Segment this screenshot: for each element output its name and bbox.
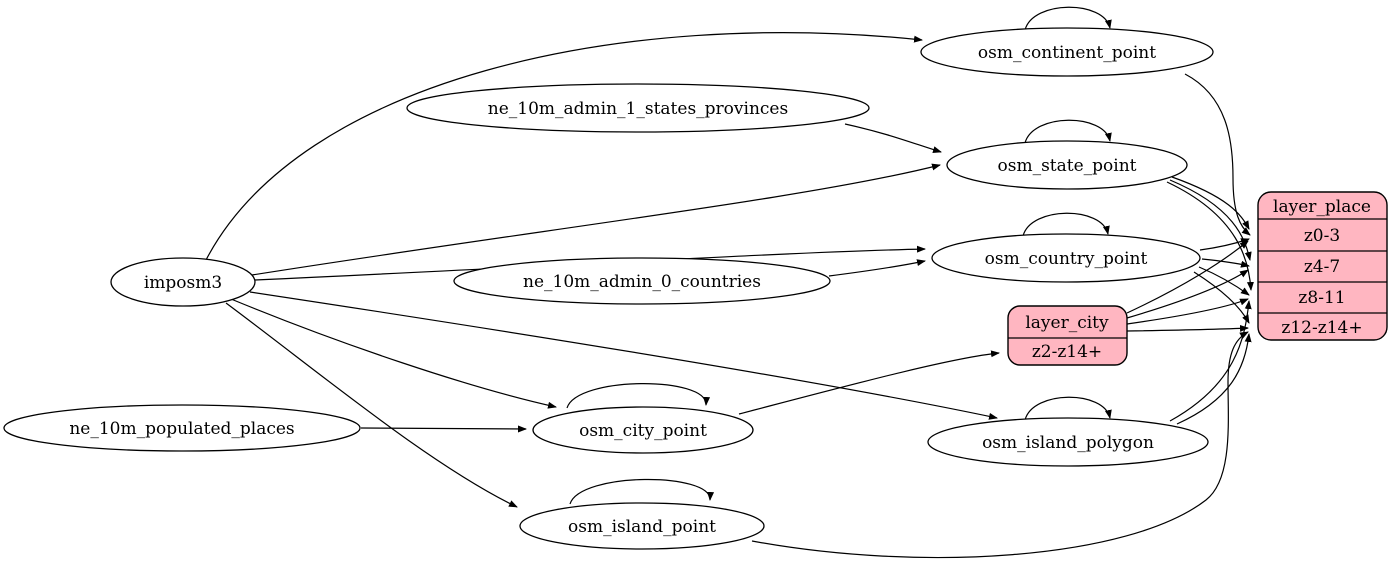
- node-label-ne-10m-populated-places: ne_10m_populated_places: [69, 419, 294, 439]
- node-shape-imposm3: [110, 257, 256, 307]
- edge-ne_10m_admin_1_states_provinces-osm_state_point: [844, 123, 942, 153]
- edge-layer_city-layer_place-z4-7: [1126, 269, 1249, 319]
- node-label-ne-10m-admin-0-countries: ne_10m_admin_0_countries: [523, 272, 761, 292]
- record-shape-layer-place: [1257, 191, 1388, 341]
- edge-osm_country_point-layer_place-z4-7: [1201, 258, 1250, 268]
- edge-osm_island_polygon-layer_place-z8-11: [1169, 300, 1252, 422]
- node-osm-continent-point: osm_continent_point: [920, 27, 1214, 77]
- record-header-layer-city: layer_city: [1025, 313, 1109, 333]
- edge-layer_city-layer_place-z0-3: [1126, 240, 1249, 314]
- node-label-osm-island-point: osm_island_point: [568, 517, 716, 537]
- node-imposm3: imposm3: [110, 257, 256, 307]
- node-osm-island-polygon: osm_island_polygon: [927, 417, 1209, 467]
- edge-imposm3-osm_state_point: [251, 163, 941, 276]
- record-header-layer-place: layer_place: [1273, 197, 1371, 217]
- edge-imposm3-osm_city_point: [230, 298, 557, 409]
- node-ne-10m-populated-places: ne_10m_populated_places: [3, 404, 361, 452]
- edge-osm_city_point-layer_city-z2-z14: [738, 350, 1000, 415]
- edge-layer_city-layer_place-z12-z14: [1126, 324, 1249, 332]
- record-layer-place: layer_place z0-3 z4-7 z8-11 z12-z14+: [1257, 191, 1388, 341]
- edge-osm_continent_point-layer_place-z0-3: [1184, 73, 1251, 236]
- node-osm-city-point: osm_city_point: [532, 406, 754, 454]
- edge-osm_island_polygon-layer_place-z12-z14: [1176, 333, 1252, 425]
- node-shape-osm-country-point: [931, 233, 1201, 283]
- record-row-layer-place-z12-z14: z12-z14+: [1281, 318, 1362, 338]
- record-shape-layer-city: [1007, 305, 1128, 366]
- node-label-osm-continent-point: osm_continent_point: [978, 43, 1156, 63]
- edge-osm_state_point-layer_place-z8-11: [1166, 181, 1254, 291]
- node-shape-ne-10m-admin-0-countries: [453, 257, 831, 305]
- node-osm-island-point: osm_island_point: [519, 502, 765, 550]
- edge-ne_10m_admin_0_countries-osm_country_point: [828, 259, 926, 277]
- node-osm-country-point: osm_country_point: [931, 233, 1201, 283]
- node-label-osm-island-polygon: osm_island_polygon: [982, 433, 1154, 453]
- record-row-layer-city-z2-z14: z2-z14+: [1032, 342, 1102, 362]
- record-row-layer-place-z0-3: z0-3: [1304, 226, 1340, 246]
- self-loop-osm_country_point: [1022, 212, 1110, 237]
- edge-osm_state_point-layer_place-z0-3: [1171, 176, 1250, 230]
- node-osm-state-point: osm_state_point: [946, 140, 1188, 190]
- node-shape-osm-island-polygon: [927, 417, 1209, 467]
- node-label-osm-state-point: osm_state_point: [998, 156, 1137, 176]
- record-layer-city: layer_city z2-z14+: [1007, 305, 1128, 366]
- edge-osm_island_point-layer_place-z12-z14: [751, 331, 1249, 559]
- self-loop-osm_state_point: [1024, 119, 1112, 144]
- node-label-imposm3: imposm3: [144, 273, 222, 293]
- node-ne-10m-admin-0-countries: ne_10m_admin_0_countries: [453, 257, 831, 305]
- node-shape-ne-10m-populated-places: [3, 404, 361, 452]
- node-ne-10m-admin-1-states-provinces: ne_10m_admin_1_states_provinces: [406, 83, 870, 133]
- self-loop-osm_continent_point: [1024, 6, 1112, 31]
- self-loop-osm_island_polygon: [1024, 396, 1112, 421]
- edge-imposm3-osm_continent_point: [205, 32, 923, 261]
- edge-osm_country_point-layer_place-z8-11: [1198, 266, 1250, 296]
- node-label-osm-country-point: osm_country_point: [985, 249, 1148, 269]
- record-row-layer-place-z4-7: z4-7: [1304, 257, 1340, 277]
- record-row-layer-place-z8-11: z8-11: [1298, 288, 1345, 308]
- node-shape-osm-city-point: [532, 406, 754, 454]
- edge-osm_country_point-layer_place-z12-z14: [1193, 271, 1250, 324]
- node-shape-osm-state-point: [946, 140, 1188, 190]
- edge-osm_state_point-layer_place-z4-7: [1169, 179, 1252, 261]
- node-label-ne-10m-admin-1-states-provinces: ne_10m_admin_1_states_provinces: [488, 99, 788, 119]
- edge-imposm3-osm_island_polygon: [249, 291, 998, 420]
- self-loop-osm_city_point: [566, 383, 711, 409]
- edge-layer: [205, 6, 1254, 559]
- edge-ne_10m_populated_places-osm_city_point: [360, 425, 527, 433]
- edge-imposm3-osm_island_point: [225, 302, 518, 508]
- node-shape-ne-10m-admin-1-states-provinces: [406, 83, 870, 133]
- node-shape-osm-continent-point: [920, 27, 1214, 77]
- edge-osm_country_point-layer_place-z0-3: [1199, 238, 1250, 251]
- node-label-osm-city-point: osm_city_point: [579, 421, 707, 441]
- node-shape-osm-island-point: [519, 502, 765, 550]
- edge-layer_city-layer_place-z8-11: [1126, 298, 1249, 325]
- self-loop-osm_island_point: [569, 478, 715, 505]
